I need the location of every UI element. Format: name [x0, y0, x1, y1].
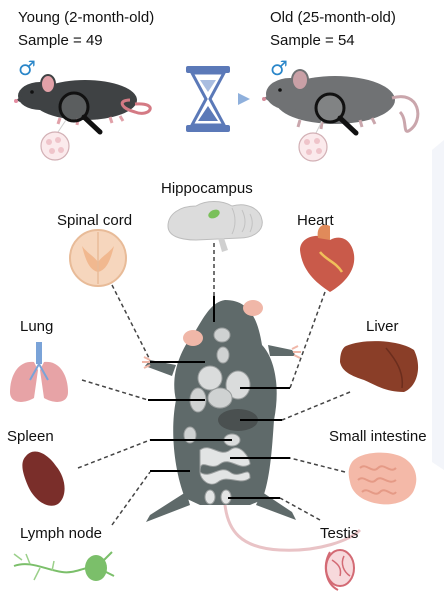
label-small-intestine: Small intestine: [329, 428, 427, 445]
testis-icon: [324, 549, 355, 591]
spleen-icon: [22, 451, 65, 506]
old-group-title: Old (25-month-old): [270, 9, 396, 26]
tissue-zoom-circle: [40, 131, 70, 161]
magnifier-icon: [314, 92, 359, 136]
lung-icon: [10, 342, 68, 402]
heart-icon: [300, 224, 355, 292]
young-group-title: Young (2-month-old): [18, 9, 155, 26]
label-liver: Liver: [366, 318, 399, 335]
brain-icon: [167, 201, 263, 252]
male-symbol-icon: ♂: [18, 56, 36, 80]
magnifier-icon: [58, 91, 103, 135]
background-wedge: [432, 140, 444, 470]
aging-arrow: [150, 93, 250, 105]
label-spleen: Spleen: [7, 428, 54, 445]
label-heart: Heart: [297, 212, 334, 229]
lymph-node-icon: [13, 551, 115, 581]
old-sample-size: Sample = 54: [270, 32, 355, 49]
dissected-mouse: [142, 300, 362, 552]
label-hippocampus: Hippocampus: [161, 180, 253, 197]
young-sample-size: Sample = 49: [18, 32, 103, 49]
hourglass-icon: [186, 66, 230, 132]
tissue-zoom-circle: [298, 132, 328, 162]
small-intestine-icon: [348, 452, 417, 505]
label-lymph-node: Lymph node: [20, 525, 103, 542]
label-testis: Testis: [320, 525, 359, 542]
label-lung: Lung: [20, 318, 54, 335]
spinal-cord-icon: [69, 229, 127, 287]
male-symbol-icon: ♂: [270, 56, 288, 80]
liver-icon: [340, 341, 419, 392]
leader-lines: [77, 243, 351, 526]
label-spinal-cord: Spinal cord: [57, 212, 133, 229]
old-mouse-icon: [262, 69, 420, 133]
